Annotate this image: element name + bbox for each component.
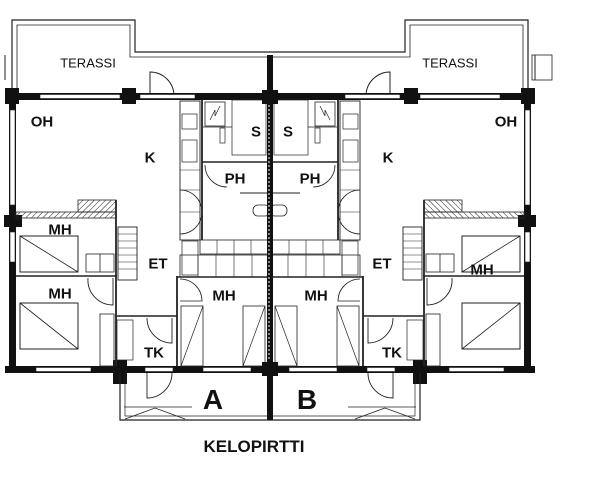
unit-label-b: B [296, 384, 318, 415]
room-label-living-b: OH [494, 113, 518, 131]
room-label-hall-a: ET [148, 255, 168, 273]
unit-b-plan [269, 19, 537, 421]
room-label-closet-a: TK [144, 344, 164, 362]
unit-a-plan [3, 19, 271, 421]
room-label-washroom-b: PH [299, 170, 321, 188]
room-label-bedroom-center-a: MH [212, 287, 236, 305]
room-label-living-a: OH [30, 113, 54, 131]
room-label-kitchen-a: K [144, 149, 156, 167]
room-label-bedroom-top-a: MH [48, 221, 72, 239]
unit-label-a: A [202, 384, 224, 415]
room-label-bedroom-center-b: MH [304, 287, 328, 305]
room-label-terrace-b: TERASSI [422, 55, 478, 71]
plan-title: KELOPIRTTI [203, 437, 305, 456]
room-label-bedroom-b: MH [470, 261, 494, 279]
room-label-bedroom-bottom-a: MH [48, 285, 72, 303]
room-label-closet-b: TK [382, 344, 402, 362]
room-label-kitchen-b: K [382, 149, 394, 167]
room-label-terrace-a: TERASSI [60, 55, 116, 71]
room-label-washroom-a: PH [224, 170, 246, 188]
room-label-sauna-a: S [250, 123, 262, 141]
room-label-hall-b: ET [372, 255, 392, 273]
room-label-sauna-b: S [282, 123, 294, 141]
party-wall [267, 55, 273, 420]
